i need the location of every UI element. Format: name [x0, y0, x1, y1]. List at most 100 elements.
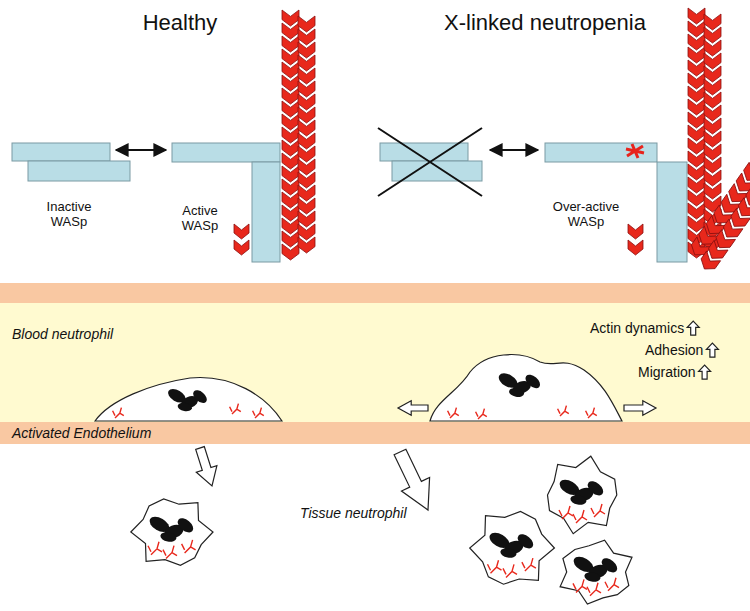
actin-monomer: [298, 16, 315, 32]
actin-monomer: [688, 86, 705, 102]
actin-monomer: [688, 177, 705, 193]
label: Migration: [638, 364, 696, 380]
actin-monomer: [282, 140, 299, 156]
nucleus-lobe: [175, 515, 196, 535]
tissue-neutrophil: [560, 540, 632, 604]
actin-network: [476, 409, 487, 419]
label: Over-active WASp: [545, 200, 627, 230]
tissue-neutrophil: [131, 499, 213, 565]
actin-monomer: [282, 23, 299, 39]
actin-network: [591, 504, 605, 517]
actin-monomer: [282, 36, 299, 52]
actin-monomer: [298, 94, 315, 110]
actin-monomer: [298, 68, 315, 84]
actin-network: [605, 578, 619, 591]
actin-monomer: [704, 105, 721, 121]
equilibrium-arrow: [116, 149, 166, 151]
actin-monomer: [298, 29, 315, 45]
actin-monomer: [282, 75, 299, 91]
actin-monomer: [298, 172, 315, 188]
actin-monomer: [704, 66, 721, 82]
blood-neutrophil: [95, 378, 282, 421]
actin-monomer: [688, 21, 705, 37]
wasp-block: [172, 143, 280, 162]
actin-monomer: [697, 251, 720, 274]
actin-monomer: [688, 164, 705, 180]
nucleus-lobe: [599, 555, 620, 575]
actin-monomer: [688, 60, 705, 76]
cross-out: [378, 128, 482, 196]
actin-branch: [684, 162, 750, 273]
actin-monomer: [298, 81, 315, 97]
actin-monomer: [298, 211, 315, 227]
actin-network: [230, 404, 241, 414]
actin-monomer: [704, 144, 721, 160]
actin-monomer: [282, 49, 299, 65]
actin-monomer: [282, 192, 299, 208]
actin-monomer: [704, 131, 721, 147]
actin-network: [503, 564, 517, 577]
panel-heading: X-linked neutropenia: [410, 10, 680, 35]
nucleus-lobe: [584, 571, 602, 583]
actin-monomer: [298, 198, 315, 214]
hollow-arrow: [394, 449, 430, 510]
hollow-arrow: [624, 401, 656, 415]
actin-network: [586, 408, 597, 418]
actin-monomer: [282, 127, 299, 143]
tissue-neutrophil: [548, 456, 617, 534]
actin-monomer: [282, 88, 299, 104]
actin-monomer: [688, 8, 705, 24]
actin-monomer: [282, 231, 299, 247]
actin-monomer: [282, 179, 299, 195]
nucleus-lobe: [570, 494, 588, 506]
wasp-block: [252, 162, 280, 262]
actin-monomer: [234, 240, 249, 255]
label: Tissue neutrophil: [300, 505, 407, 521]
actin-monomer: [688, 47, 705, 63]
actin-monomer: [704, 40, 721, 56]
blood-neutrophil: [430, 355, 622, 421]
actin-monomer: [298, 133, 315, 149]
actin-monomer: [704, 53, 721, 69]
actin-monomer: [234, 224, 249, 239]
actin-monomer: [704, 27, 721, 43]
actin-network: [558, 406, 569, 416]
actin-monomer: [282, 62, 299, 78]
hollow-arrow: [706, 343, 718, 357]
mutation-asterisk: [626, 144, 644, 158]
wasp-block: [657, 162, 687, 262]
label: Inactive WASp: [38, 200, 100, 230]
actin-monomer: [282, 114, 299, 130]
hollow-arrow: [699, 365, 711, 379]
actin-monomer: [704, 118, 721, 134]
nucleus-lobe: [177, 402, 193, 412]
actin-monomer: [298, 237, 315, 253]
actin-monomer: [298, 224, 315, 240]
nucleus-lobe: [191, 388, 209, 406]
actin-monomer: [688, 112, 705, 128]
vessel-wall: [0, 283, 750, 303]
hollow-arrow: [687, 321, 699, 335]
actin-monomer: [688, 151, 705, 167]
actin-monomer: [688, 99, 705, 115]
actin-monomer: [688, 34, 705, 50]
actin-monomer: [688, 203, 705, 219]
nucleus-lobe: [585, 478, 606, 498]
actin-monomer: [688, 138, 705, 154]
actin-monomer: [704, 14, 721, 30]
actin-monomer: [688, 190, 705, 206]
actin-monomer: [282, 218, 299, 234]
actin-network: [573, 510, 587, 523]
wasp-block: [545, 143, 657, 162]
nucleus-lobe: [500, 547, 518, 559]
label: Active WASp: [172, 204, 228, 234]
actin-monomer: [282, 10, 299, 26]
actin-monomer: [282, 101, 299, 117]
actin-monomer: [298, 159, 315, 175]
actin-monomer: [704, 79, 721, 95]
panel-heading: Healthy: [100, 10, 260, 35]
actin-monomer: [628, 240, 643, 255]
label: Blood neutrophil: [12, 326, 113, 342]
actin-monomer: [298, 185, 315, 201]
wasp-block: [12, 143, 110, 161]
